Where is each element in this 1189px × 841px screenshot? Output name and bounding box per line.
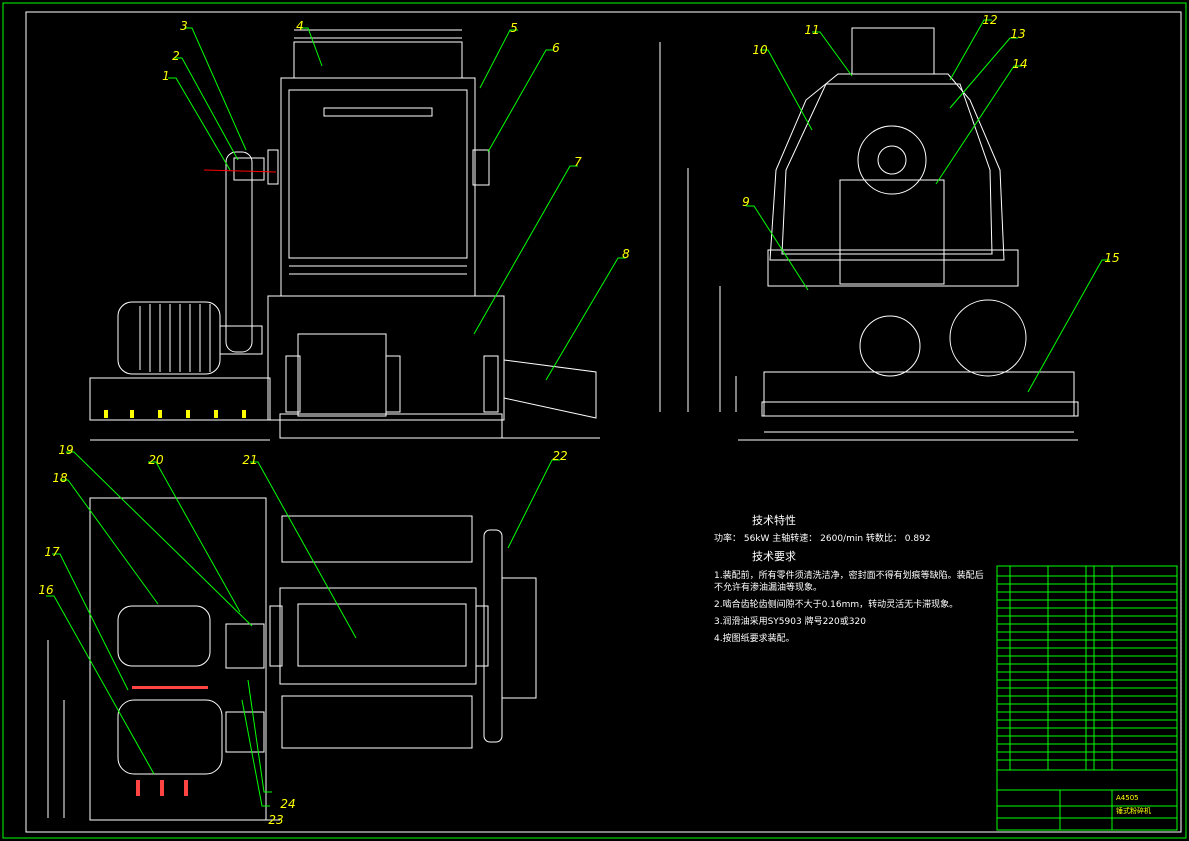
tech-specs-line: 功率： 56kW 主轴转速： 2600/min 转数比： 0.892 [714,534,931,544]
plan-bolt-marks [132,686,208,796]
balloon-18: 18 [52,471,68,485]
balloon-14: 14 [1012,57,1027,71]
balloon-21: 21 [242,453,257,467]
leader-lines [46,19,1110,807]
drawing-number: A4505 [1116,794,1139,802]
balloon-1: 1 [162,69,170,83]
tech-requirement-3: 3.润滑油采用SY5903 牌号220或320 [714,617,866,627]
tech-requirement-2: 2.啮合齿轮齿侧间隙不大于0.16mm，转动灵活无卡滞现象。 [714,600,959,610]
tech-requirements-title: 技术要求 [752,550,796,563]
balloon-23: 23 [268,813,283,827]
plan-view [47,497,537,821]
tech-requirement-4: 4.按图纸要求装配。 [714,634,795,644]
balloon-5: 5 [510,21,518,35]
balloon-10: 10 [752,43,768,57]
balloon-15: 15 [1104,251,1119,265]
balloon-11: 11 [804,23,819,37]
balloon-13: 13 [1010,27,1025,41]
balloon-2: 2 [172,49,180,63]
parts-list-table [996,565,1178,831]
balloon-20: 20 [148,453,164,467]
balloon-24: 24 [280,797,295,811]
balloon-4: 4 [296,19,304,33]
balloon-19: 19 [58,443,73,457]
balloon-3: 3 [180,19,188,33]
balloon-9: 9 [742,195,750,209]
tech-specs-title: 技术特性 [752,514,796,527]
balloon-8: 8 [622,247,630,261]
front-view [89,29,600,441]
side-view [659,27,1079,441]
drawing-name: 锤式粉碎机 [1116,807,1151,815]
balloon-6: 6 [552,41,560,55]
balloon-17: 17 [44,545,60,559]
balloon-16: 16 [38,583,54,597]
centerline-front [203,169,277,173]
balloon-22: 22 [552,449,567,463]
balloon-7: 7 [574,155,582,169]
tech-requirement-1: 1.装配前，所有零件须清洗洁净，密封面不得有划痕等缺陷。装配后不允许有渗油漏油等… [714,571,984,593]
balloon-labels: 1 2 3 4 5 6 7 8 9 10 11 12 13 14 15 16 1… [38,13,1119,827]
bolt-marks [104,410,246,418]
balloon-12: 12 [982,13,997,27]
